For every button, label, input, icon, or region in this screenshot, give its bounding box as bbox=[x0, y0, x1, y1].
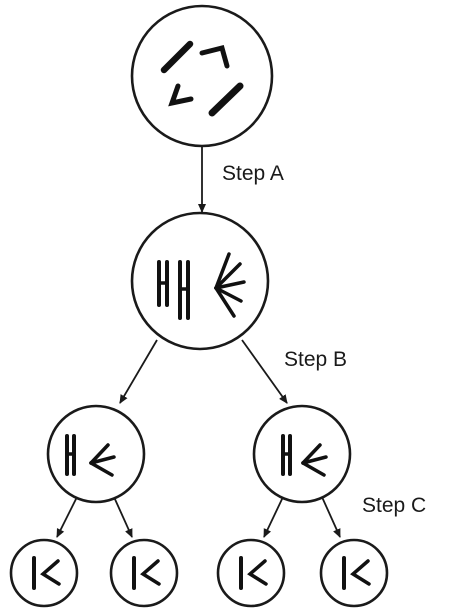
gamete-cell-1 bbox=[9, 538, 79, 608]
gamete-cell-4 bbox=[319, 538, 389, 608]
arrow-step-c-3 bbox=[263, 496, 284, 538]
step-b-label: Step B bbox=[284, 348, 348, 371]
arrow-step-c-2 bbox=[113, 496, 133, 538]
parent-cell bbox=[130, 4, 274, 148]
arrow-step-b-left bbox=[119, 339, 158, 404]
arrow-step-c-1 bbox=[56, 496, 78, 538]
gamete-cell-2 bbox=[109, 538, 179, 608]
step-a-label: Step A bbox=[222, 162, 284, 185]
step-c-label: Step C bbox=[362, 494, 427, 517]
daughter-cell-left bbox=[46, 404, 146, 504]
daughter-cell-right bbox=[252, 404, 352, 504]
middle-cell bbox=[130, 211, 270, 351]
gamete-cell-3 bbox=[216, 538, 286, 608]
arrow-step-c-4 bbox=[321, 496, 341, 538]
arrow-step-b-right bbox=[241, 339, 288, 404]
